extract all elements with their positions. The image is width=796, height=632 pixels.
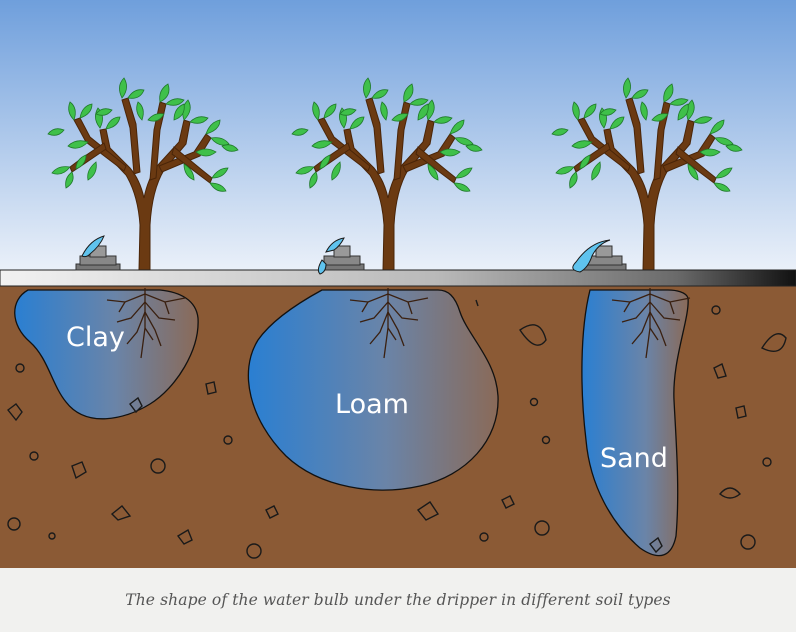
- pebble-icon: [176, 528, 193, 545]
- pebble-icon: [740, 534, 756, 550]
- pebble-icon: [150, 458, 166, 474]
- irrigation-pipe: [0, 269, 796, 287]
- pebble-icon: [205, 381, 217, 395]
- pebble-icon: [541, 435, 551, 445]
- pebble-icon: [71, 461, 87, 480]
- pebble-icon: [534, 520, 550, 536]
- water-bulb-clay: [14, 289, 199, 420]
- label-loam: Loam: [335, 389, 409, 420]
- pebble-icon: [246, 543, 262, 559]
- pebble-icon: [735, 405, 747, 419]
- pebble-icon: [110, 505, 132, 521]
- pebble-icon: [7, 517, 21, 531]
- pebble-icon: [713, 363, 727, 379]
- pebble-icon: [265, 505, 279, 519]
- pebble-icon: [7, 403, 23, 422]
- pebble-icon: [762, 457, 772, 467]
- pebble-icon: [129, 396, 143, 414]
- pebble-icon: [475, 299, 479, 307]
- pebble-icon: [29, 451, 39, 461]
- pebbles: [7, 299, 787, 559]
- pebble-icon: [529, 397, 539, 407]
- label-sand: Sand: [600, 443, 668, 474]
- water-drop-icon: [317, 259, 327, 275]
- pebble-icon: [15, 363, 25, 373]
- pebble-icon: [760, 333, 787, 352]
- pebble-icon: [501, 495, 515, 509]
- pebble-icon: [711, 305, 721, 315]
- pebble-icon: [479, 532, 489, 542]
- pebble-icon: [649, 536, 663, 554]
- soil-water-diagram: Clay Loam Sand: [0, 0, 796, 568]
- caption-bar: The shape of the water bulb under the dr…: [0, 568, 796, 632]
- figure-caption: The shape of the water bulb under the dr…: [125, 591, 671, 609]
- water-drop-icon: [572, 239, 611, 273]
- water-bulb-sand: [581, 289, 689, 557]
- water-drop-icon: [325, 237, 345, 253]
- pebble-icon: [416, 501, 440, 521]
- water-bulb-loam: [247, 289, 499, 491]
- pebble-icon: [48, 532, 56, 540]
- pebble-icon: [719, 487, 741, 499]
- water-drop-icon: [81, 235, 105, 258]
- label-clay: Clay: [66, 322, 125, 353]
- pebble-icon: [223, 435, 233, 445]
- pebble-icon: [519, 324, 547, 346]
